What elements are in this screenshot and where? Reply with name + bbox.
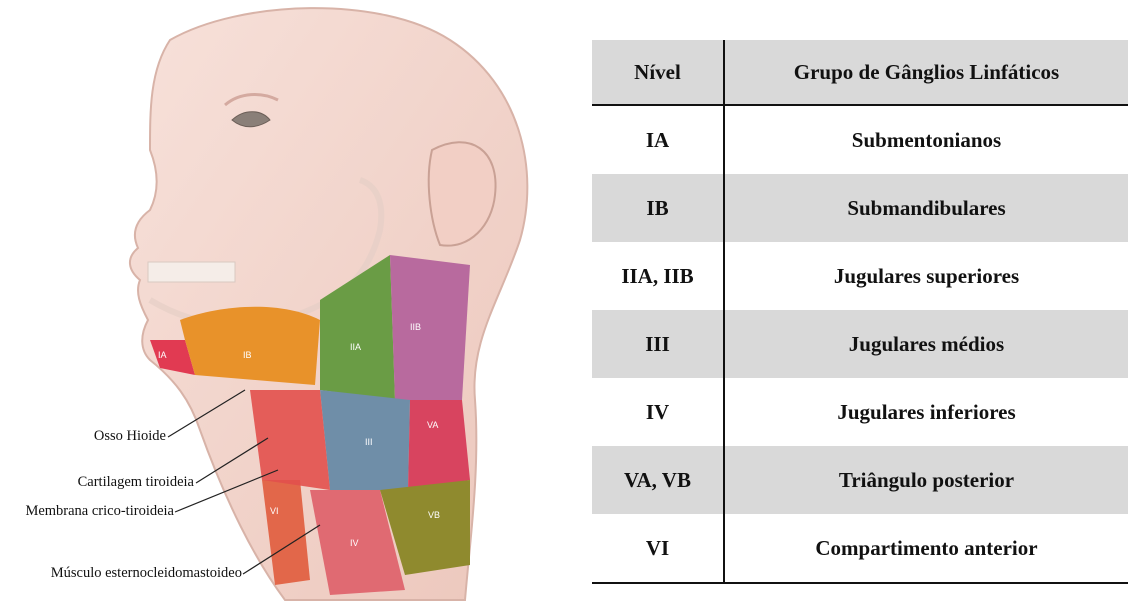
cell-group: Jugulares inferiores: [724, 378, 1128, 446]
zone-va-label: VA: [427, 420, 438, 430]
lymph-node-levels-table-container: Nível Grupo de Gânglios Linfáticos IA Su…: [592, 40, 1129, 584]
table-row: IB Submandibulares: [592, 174, 1128, 242]
neck-lymph-node-levels-illustration: IA IB IIA IIB III VA IV VB VI Osso Hioid…: [0, 0, 580, 604]
table-header-row: Nível Grupo de Gânglios Linfáticos: [592, 40, 1128, 105]
cell-level: IA: [592, 105, 724, 174]
zone-ib-label: IB: [243, 350, 252, 360]
lymph-node-levels-table: Nível Grupo de Gânglios Linfáticos IA Su…: [592, 40, 1128, 584]
zone-iib-label: IIB: [410, 322, 421, 332]
callout-thyroid-cartilage: Cartilagem tiroideia: [78, 474, 194, 491]
table-row: III Jugulares médios: [592, 310, 1128, 378]
zone-iii-label: III: [365, 437, 373, 447]
zone-iib: [390, 255, 470, 400]
zone-vi-label: VI: [270, 506, 279, 516]
table-row: VI Compartimento anterior: [592, 514, 1128, 583]
cell-group: Jugulares superiores: [724, 242, 1128, 310]
callout-scm-muscle: Músculo esternocleidomastoideo: [51, 565, 242, 582]
cell-group: Submandibulares: [724, 174, 1128, 242]
zone-ia-label: IA: [158, 350, 167, 360]
cell-level: III: [592, 310, 724, 378]
cell-level: IB: [592, 174, 724, 242]
cell-group: Jugulares médios: [724, 310, 1128, 378]
table-row: IIA, IIB Jugulares superiores: [592, 242, 1128, 310]
cell-group: Submentonianos: [724, 105, 1128, 174]
teeth: [148, 262, 235, 282]
header-level: Nível: [592, 40, 724, 105]
zone-iia-label: IIA: [350, 342, 361, 352]
zone-va: [408, 400, 470, 490]
callout-hyoid: Osso Hioide: [94, 428, 166, 445]
cell-level: VI: [592, 514, 724, 583]
cell-level: IV: [592, 378, 724, 446]
cell-level: VA, VB: [592, 446, 724, 514]
table-row: IV Jugulares inferiores: [592, 378, 1128, 446]
callout-cricothyroid-membrane: Membrana crico-tiroideia: [25, 503, 174, 520]
cell-level: IIA, IIB: [592, 242, 724, 310]
trachea-muscles: [250, 390, 330, 490]
table-row: VA, VB Triângulo posterior: [592, 446, 1128, 514]
cell-group: Triângulo posterior: [724, 446, 1128, 514]
header-group: Grupo de Gânglios Linfáticos: [724, 40, 1128, 105]
zone-ib: [180, 307, 320, 385]
cell-group: Compartimento anterior: [724, 514, 1128, 583]
zone-vb-label: VB: [428, 510, 440, 520]
table-row: IA Submentonianos: [592, 105, 1128, 174]
zone-iv-label: IV: [350, 538, 359, 548]
